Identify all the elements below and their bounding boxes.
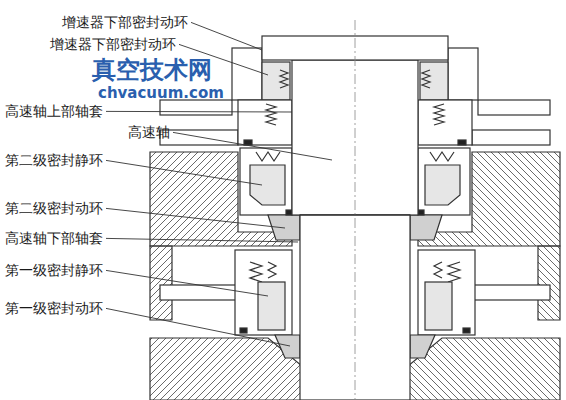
part-label: 第一级密封动环 [5, 300, 103, 317]
leader-line [106, 208, 285, 228]
part-label: 高速轴上部轴套 [5, 103, 103, 120]
part-label: 增速器下部密封动环 [50, 36, 176, 53]
part-label: 第二级密封动环 [5, 200, 103, 217]
leader-line [106, 238, 298, 242]
leader-line [106, 308, 290, 346]
leader-line [106, 111, 292, 113]
part-label: 高速轴下部轴套 [5, 230, 103, 247]
part-label: 增速器下部密封动环 [62, 14, 188, 31]
leader-line [173, 132, 332, 160]
watermark: 真空技术网 [92, 56, 212, 85]
watermark: chvacuum.com [98, 84, 224, 102]
leader-line [191, 22, 262, 50]
part-label: 第二级密封静环 [5, 152, 103, 169]
leader-line [106, 160, 262, 185]
leader-line [106, 270, 268, 296]
part-label: 高速轴 [128, 124, 170, 141]
part-label: 第一级密封静环 [5, 262, 103, 279]
